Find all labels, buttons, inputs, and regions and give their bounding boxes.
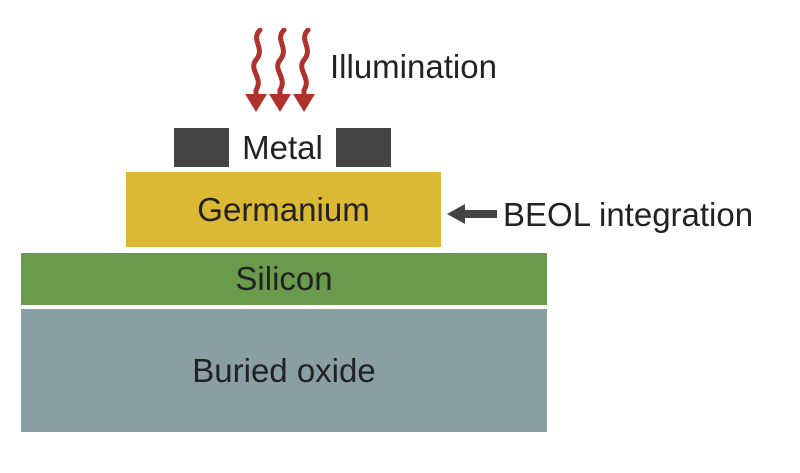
beol-arrowhead [447,204,465,224]
illumination-arrowhead-1 [245,94,267,112]
illumination-arrow-3 [299,28,311,101]
beol-arrow-shaft [463,210,497,218]
silicon-label: Silicon [235,260,333,297]
left-arrow-icon [447,204,497,224]
germanium-label: Germanium [197,190,370,228]
buried-oxide-label: Buried oxide [192,351,376,389]
illumination-arrow-2 [275,28,287,101]
metal-contact-right [336,128,391,167]
metal-label: Metal [242,128,323,166]
illumination-arrowhead-2 [269,94,291,112]
illumination-label: Illumination [330,48,497,85]
illumination-arrow-1 [251,28,263,101]
buried-oxide-layer: Buried oxide [21,309,547,432]
beol-integration-label: BEOL integration [503,196,754,233]
illumination-arrows [245,28,315,112]
silicon-layer: Silicon [21,253,547,305]
wavy-down-arrow-icon [269,28,291,112]
metal-contact-left [174,128,229,167]
wavy-down-arrow-icon [245,28,267,112]
illumination-arrowhead-3 [293,94,315,112]
wavy-down-arrow-icon [293,28,315,112]
germanium-layer: Germanium [126,172,441,247]
